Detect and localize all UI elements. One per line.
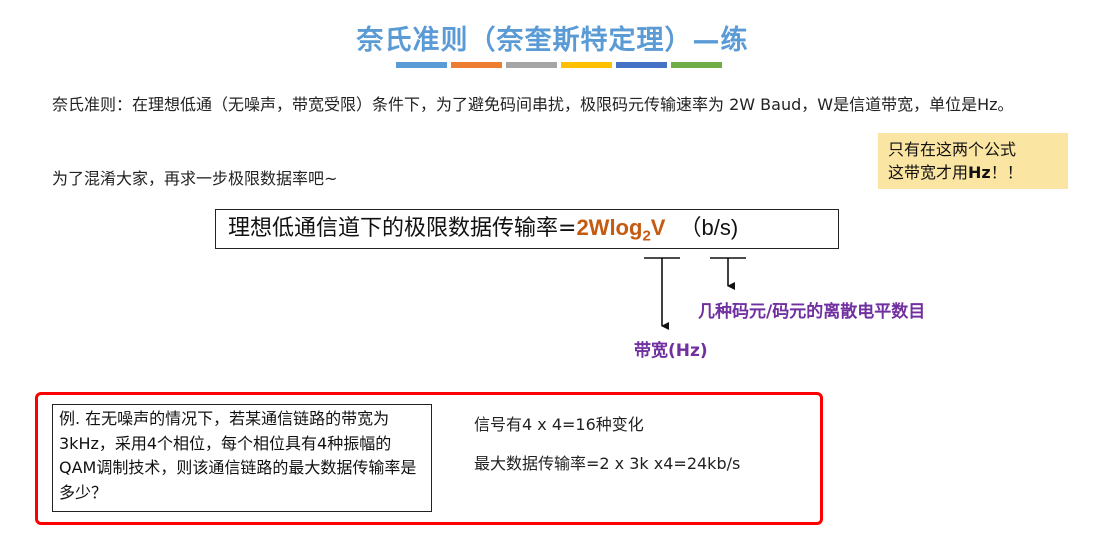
formula-box: 理想低通信道下的极限数据传输率=2Wlog2V （b/s) [215,209,839,249]
answer-line-1: 信号有4 x 4=16种变化 [474,415,644,434]
note-line-2-prefix: 这带宽才用 [888,163,969,182]
intro-text: 为了混淆大家，再求一步极限数据率吧~ [52,169,338,188]
formula-unit: （b/s) [679,215,739,240]
note-callout: 只有在这两个公式 这带宽才用Hz！！ [878,133,1068,189]
note-line-2: 这带宽才用Hz！！ [888,161,1058,184]
title-stripe-1 [396,62,447,68]
formula-prefix: 理想低通信道下的极限数据传输率= [228,216,577,241]
title-stripe-6 [671,62,722,68]
example-highlight-frame [35,392,823,525]
title-stripe-5 [616,62,667,68]
title-color-stripes [396,62,722,68]
answer-line-2: 最大数据传输率=2 x 3k x4=24kb/s [474,454,741,473]
note-hz: Hz [968,163,991,182]
note-line-2-suffix: ！！ [990,163,1023,182]
formula-highlight: 2Wlog2V [576,215,666,244]
bandwidth-label: 带宽(Hz) [634,341,708,361]
formula-2wlog: 2Wlog [576,215,643,240]
bandwidth-bracket-arrow [644,257,680,330]
example-question-box: 例. 在无噪声的情况下，若某通信链路的带宽为3kHz，采用4个相位，每个相位具有… [52,404,432,512]
title-stripe-2 [451,62,502,68]
levels-label: 几种码元/码元的离散电平数目 [698,302,926,322]
note-line-1: 只有在这两个公式 [888,140,1017,159]
formula-v: V [650,215,666,240]
formula-log-base: 2 [642,227,651,245]
title-stripe-3 [506,62,557,68]
slide-title: 奈氏准则（奈奎斯特定理）—练 [356,25,749,56]
levels-bracket-arrow [710,257,746,290]
title-stripe-4 [561,62,612,68]
nyquist-definition-text: 奈氏准则：在理想低通（无噪声，带宽受限）条件下，为了避免码间串扰，极限码元传输速… [52,95,1014,114]
